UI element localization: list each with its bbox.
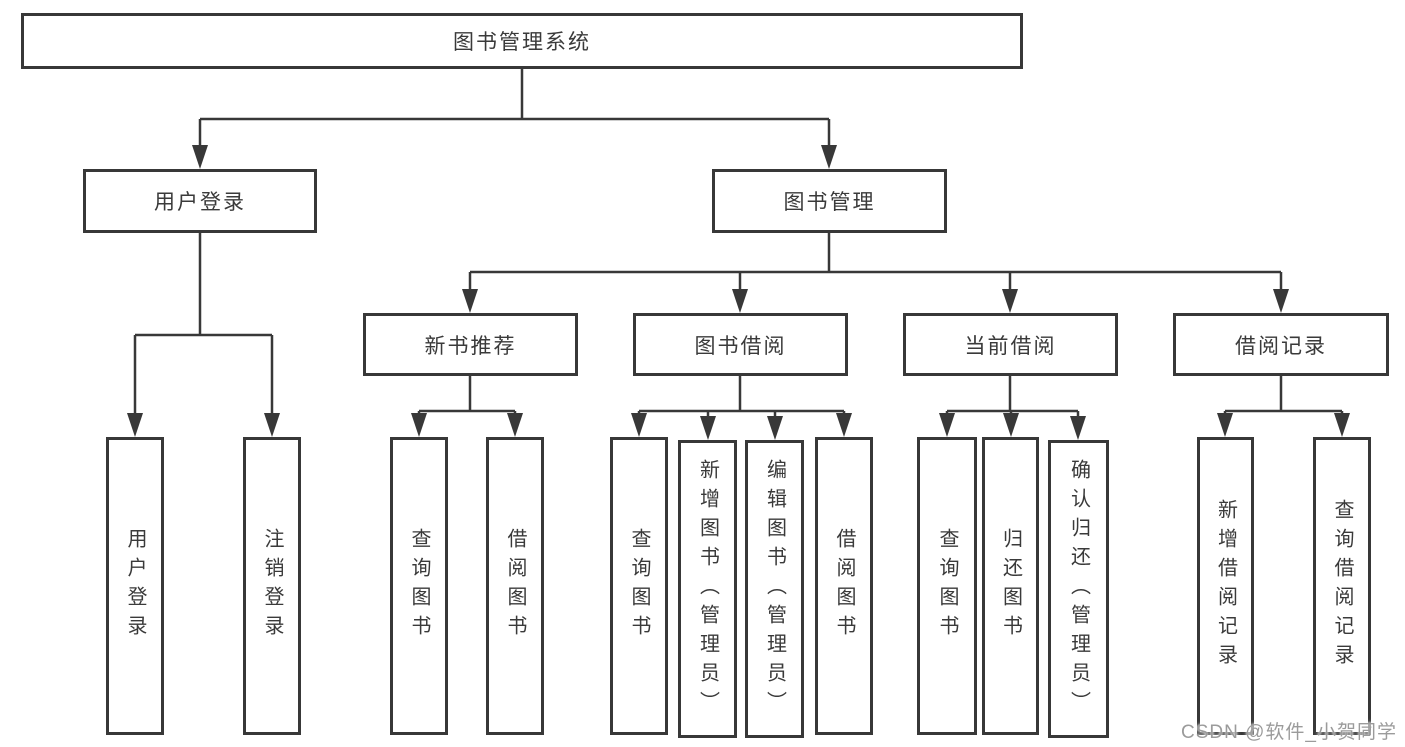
node-label: 图书管理 [783, 191, 876, 214]
leaf-label: 用户登录 [124, 528, 146, 644]
node-label: 用户登录 [154, 191, 246, 214]
leaf-add-book-admin: 新增图书（管理员） [678, 440, 737, 738]
leaf-logout: 注销登录 [243, 437, 301, 735]
leaf-query-books-current: 查询图书 [917, 437, 977, 735]
node-library-management-system: 图书管理系统 [21, 13, 1023, 69]
leaf-label: 查询图书 [408, 528, 430, 644]
node-label: 图书管理系统 [453, 31, 591, 54]
leaf-label: 借阅图书 [504, 528, 526, 644]
leaf-label: 新增图书（管理员） [696, 458, 719, 720]
leaf-label: 查询图书 [936, 528, 958, 644]
node-borrow-records: 借阅记录 [1173, 313, 1389, 376]
leaf-label: 查询借阅记录 [1331, 499, 1353, 673]
leaf-user-login: 用户登录 [106, 437, 164, 735]
leaf-label: 编辑图书（管理员） [763, 458, 786, 720]
leaf-query-borrow-record: 查询借阅记录 [1313, 437, 1371, 735]
leaf-query-books-borrow: 查询图书 [610, 437, 668, 735]
watermark-csdn: CSDN @软件_小贺同学 [1181, 722, 1397, 743]
node-label: 新书推荐 [424, 334, 517, 358]
leaf-label: 注销登录 [261, 528, 283, 644]
node-book-management: 图书管理 [712, 169, 947, 233]
leaf-label: 归还图书 [999, 528, 1022, 644]
arrowhead-icons [127, 145, 1350, 440]
node-label: 当前借阅 [964, 334, 1057, 358]
leaf-add-borrow-record: 新增借阅记录 [1197, 437, 1254, 735]
leaf-label: 确认归还（管理员） [1067, 458, 1090, 720]
leaf-label: 借阅图书 [833, 528, 855, 644]
leaf-confirm-return-admin: 确认归还（管理员） [1048, 440, 1109, 738]
leaf-label: 新增借阅记录 [1214, 499, 1237, 673]
leaf-query-books-recommend: 查询图书 [390, 437, 448, 735]
node-current-borrow: 当前借阅 [903, 313, 1118, 376]
leaf-borrow-books-recommend: 借阅图书 [486, 437, 544, 735]
leaf-return-books: 归还图书 [982, 437, 1039, 735]
node-label: 图书借阅 [694, 334, 787, 358]
node-new-book-recommend: 新书推荐 [363, 313, 578, 376]
node-user-login: 用户登录 [83, 169, 317, 233]
node-label: 借阅记录 [1235, 334, 1327, 358]
leaf-label: 查询图书 [628, 528, 650, 644]
node-book-borrow: 图书借阅 [633, 313, 848, 376]
leaf-edit-book-admin: 编辑图书（管理员） [745, 440, 804, 738]
leaf-borrow-books: 借阅图书 [815, 437, 873, 735]
